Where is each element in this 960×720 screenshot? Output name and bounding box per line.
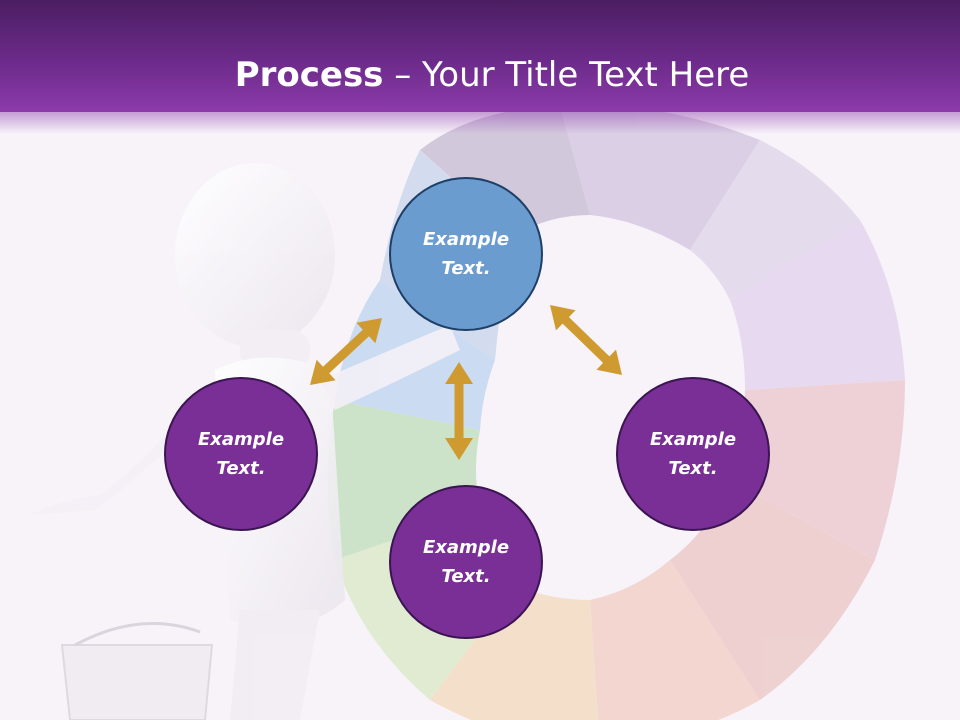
wheel-segment — [690, 140, 860, 300]
arrow-top-right — [550, 305, 622, 375]
page-title-rest: – Your Title Text Here — [383, 55, 750, 95]
process-node-bottom-label: Example Text. — [422, 537, 510, 587]
process-node-left[interactable]: Example Text. — [164, 377, 318, 531]
wheel-segment — [730, 220, 905, 390]
process-node-bottom[interactable]: Example Text. — [389, 485, 543, 639]
wheel-segment — [560, 104, 760, 250]
process-node-top[interactable]: Example Text. — [389, 177, 543, 331]
paint-bucket — [60, 644, 214, 720]
process-node-right-label: Example Text. — [649, 429, 737, 479]
wheel-segment — [420, 105, 590, 235]
wheel-segment — [730, 380, 905, 560]
page-title: Process – Your Title Text Here — [0, 52, 960, 98]
page-title-bold: Process — [234, 55, 384, 95]
wheel-segment — [430, 585, 599, 720]
white-figure — [30, 163, 460, 720]
title-fade — [0, 108, 960, 134]
process-node-left-label: Example Text. — [197, 429, 285, 479]
wheel-segment — [670, 480, 875, 700]
arrow-top-bottom — [445, 362, 473, 460]
title-bar — [0, 0, 960, 112]
wheel-segment — [590, 560, 760, 720]
process-node-right[interactable]: Example Text. — [616, 377, 770, 531]
arrow-top-left — [310, 318, 382, 385]
process-node-top-label: Example Text. — [422, 229, 510, 279]
